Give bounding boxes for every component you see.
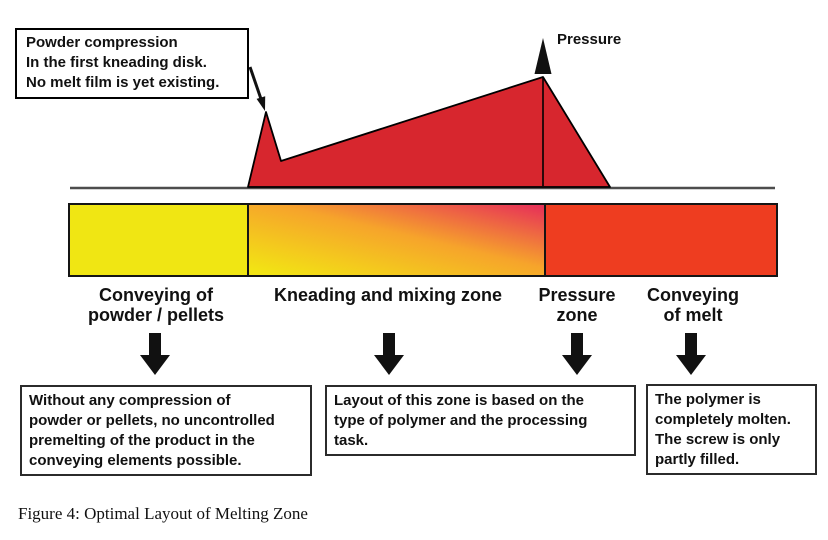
down-arrow-shape <box>374 333 404 375</box>
note-box-kneading-mixing: Layout of this zone is based on the type… <box>325 385 636 456</box>
screw-zone-bar <box>68 203 778 277</box>
zone-label-line: Conveying <box>646 285 739 305</box>
callout-pointer-arrowhead-icon <box>256 96 266 111</box>
zone-label-conveying-melt: Conveying of melt <box>641 285 745 325</box>
zone-label-line: Pressure <box>538 285 616 305</box>
pressure-axis-label: Pressure <box>557 31 622 48</box>
zone-label-line: powder / pellets <box>87 305 225 325</box>
figure-caption: Figure 4: Optimal Layout of Melting Zone <box>18 504 308 523</box>
note-line: completely molten. <box>655 411 791 428</box>
note-box-conveying-powder: Without any compression of powder or pel… <box>20 385 312 476</box>
callout-line: In the first kneading disk. <box>26 54 207 71</box>
zone-label-conveying-powder: Conveying of powder / pellets <box>53 285 259 325</box>
zone-label-line: zone <box>556 305 598 325</box>
note-line: powder or pellets, no uncontrolled <box>29 412 275 429</box>
note-line: Without any compression of <box>29 392 231 409</box>
zone-label-line: Kneading and mixing zone <box>273 285 502 305</box>
note-line: conveying elements possible. <box>29 452 242 469</box>
note-line: premelting of the product in the <box>29 432 255 449</box>
down-arrow-icon <box>374 333 404 375</box>
down-arrow-icon <box>676 333 706 375</box>
zone-label-kneading-mixing: Kneading and mixing zone <box>256 285 520 305</box>
down-arrow-shape <box>676 333 706 375</box>
callout-line: No melt film is yet existing. <box>26 74 220 91</box>
note-line: task. <box>334 432 369 449</box>
note-line: The polymer is <box>655 391 761 408</box>
pressure-up-arrow-icon <box>534 38 552 74</box>
pressure-profile-shape <box>247 76 611 188</box>
note-line: type of polymer and the processing <box>334 412 588 429</box>
callout-line: Powder compression <box>26 34 178 51</box>
note-box-conveying-melt: The polymer is completely molten. The sc… <box>646 384 817 475</box>
zone-segment-kneading-mixing <box>249 205 546 275</box>
down-arrow-icon <box>140 333 170 375</box>
note-line: The screw is only <box>655 431 781 448</box>
zone-label-line: Conveying of <box>98 285 213 305</box>
down-arrow-shape <box>140 333 170 375</box>
note-line: Layout of this zone is based on the <box>334 392 585 409</box>
zone-label-line: of melt <box>663 305 723 325</box>
zone-label-pressure-zone: Pressure zone <box>525 285 629 325</box>
zone-segment-melt <box>546 205 776 275</box>
down-arrow-icon <box>562 333 592 375</box>
zone-segment-conveying-powder <box>70 205 249 275</box>
note-line: partly filled. <box>655 451 740 468</box>
callout-pointer-line <box>248 66 263 100</box>
down-arrow-shape <box>562 333 592 375</box>
callout-box: Powder compression In the first kneading… <box>15 28 249 99</box>
